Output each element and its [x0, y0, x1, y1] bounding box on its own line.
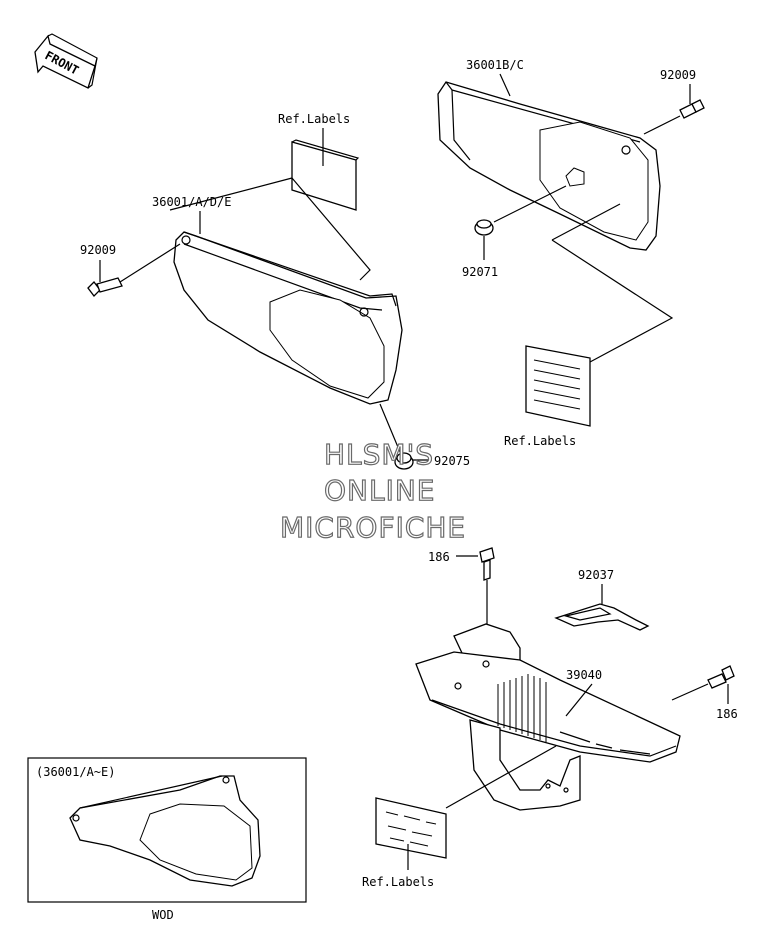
inset-title: (36001/A~E) — [36, 765, 115, 779]
leader-bolt-186-right-to-guard — [671, 683, 709, 701]
callout-side-cover-left: 36001/A/D/E — [152, 195, 231, 209]
leader-guard-39040 — [565, 683, 593, 717]
callout-bolt-left: 92009 — [80, 243, 116, 257]
bolt-right-92009 — [679, 99, 705, 119]
side-cover-right — [437, 81, 661, 251]
leader-grommet-to-cover — [493, 185, 567, 223]
watermark-line-3: MICROFICHE — [280, 511, 466, 544]
callout-bolt-right-top: 92009 — [660, 68, 696, 82]
damper-92075 — [394, 452, 414, 470]
callout-damper: 92075 — [434, 454, 470, 468]
callout-side-cover-right: 36001B/C — [466, 58, 524, 72]
callout-ref-labels-right: Ref.Labels — [504, 434, 576, 448]
ref-label-sticker-bottom — [375, 797, 447, 859]
callout-bolt-186-top: 186 — [428, 550, 450, 564]
bolt-186-right — [707, 665, 735, 689]
callout-ref-labels-bottom: Ref.Labels — [362, 875, 434, 889]
side-cover-left — [173, 231, 403, 405]
leader-damper-to-cover — [379, 403, 401, 453]
callout-clip-92037: 92037 — [578, 568, 614, 582]
grommet-92071 — [474, 219, 494, 236]
ref-label-sticker-right — [525, 345, 591, 427]
clip-92037 — [554, 603, 650, 631]
leader-bolt-right-to-cover — [643, 115, 681, 135]
callout-guard-39040: 39040 — [566, 668, 602, 682]
leader-side-cover-right — [499, 73, 511, 97]
guard-39040 — [415, 623, 681, 811]
watermark-line-2: ONLINE — [324, 474, 435, 507]
front-direction-arrow-icon: FRONT — [34, 33, 98, 89]
watermark-line-1: HLSM'S — [324, 438, 434, 471]
callout-ref-labels-top-left: Ref.Labels — [278, 112, 350, 126]
leader-ref-labels-right — [551, 203, 674, 363]
bolt-left-92009 — [87, 277, 123, 297]
leader-ref-labels-bottom-to-guard — [445, 745, 557, 809]
leader-ref-labels-to-cover — [169, 177, 371, 281]
bolt-186-top — [479, 547, 495, 581]
ref-label-sticker-top — [291, 139, 360, 211]
leader-bolt-left-to-cover — [119, 243, 181, 283]
callout-bolt-186-right: 186 — [716, 707, 738, 721]
inset-caption: WOD — [152, 908, 174, 922]
watermark: HLSM'S ONLINE MICROFICHE — [279, 437, 466, 544]
callout-grommet: 92071 — [462, 265, 498, 279]
inset-panel: (36001/A~E) — [27, 757, 307, 903]
